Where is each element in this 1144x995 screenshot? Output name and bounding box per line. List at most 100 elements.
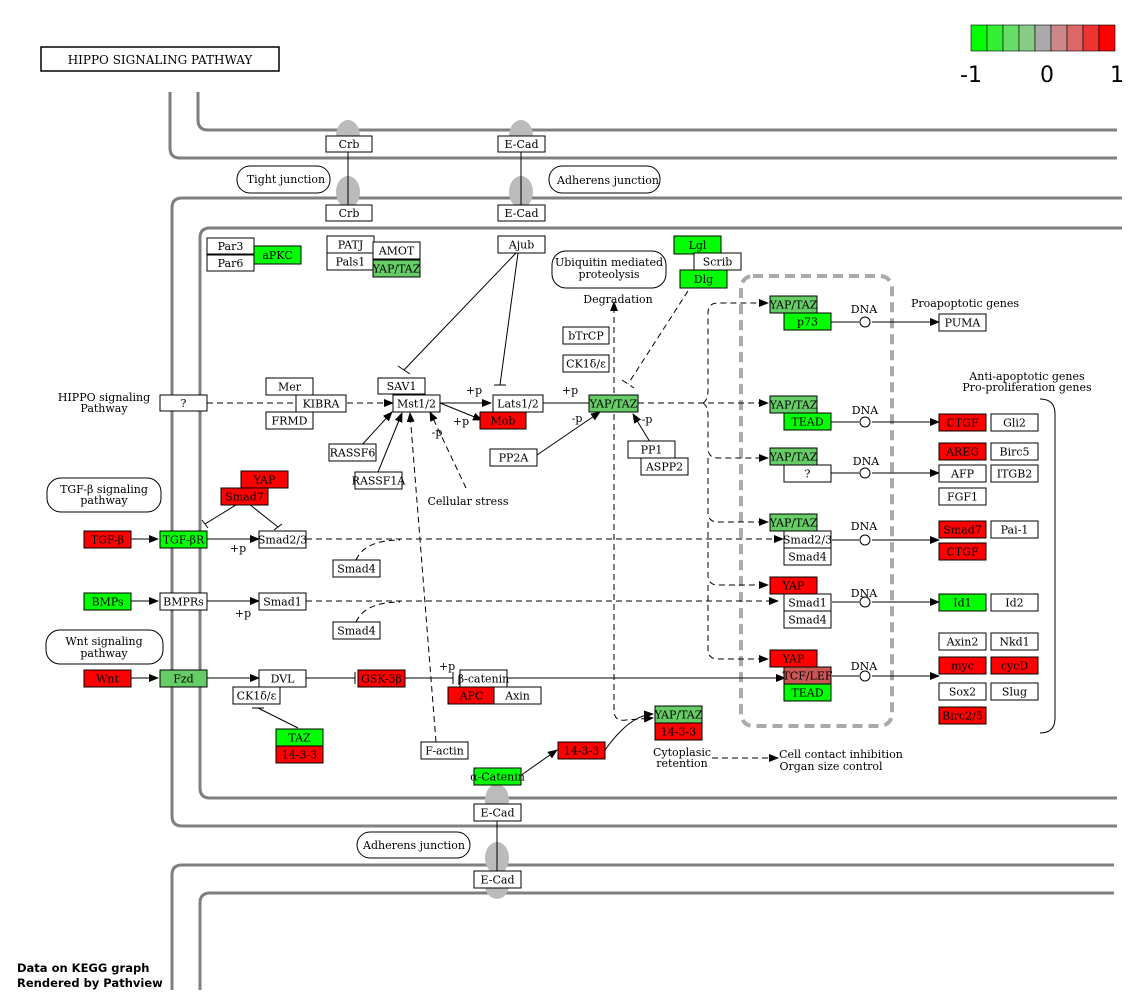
dna-label-2: DNA [852, 404, 879, 417]
phospho-label-1: +p [466, 384, 482, 397]
gene-box [159, 530, 208, 549]
gene-node-smad4-a: Smad4 [332, 559, 381, 578]
tight-junction-label: Tight junction [247, 173, 325, 186]
gene-node-slug: Slug [990, 682, 1039, 701]
gene-label: Smad1 [788, 597, 827, 610]
legend-swatch [1018, 24, 1036, 52]
gene-label: YAP [253, 474, 276, 487]
gene-box [783, 312, 832, 331]
gene-box [938, 542, 987, 561]
gene-label: CTGF [946, 417, 979, 430]
gene-box [473, 870, 522, 889]
pathway-title: HIPPO SIGNALING PATHWAY [68, 53, 254, 67]
pathway-title-box: HIPPO SIGNALING PATHWAY [40, 46, 280, 72]
gene-box [493, 686, 542, 705]
phospho-label-6: +p [439, 660, 455, 673]
gene-label: YAP/TAZ [769, 517, 818, 530]
gene-label: E-Cad [505, 207, 539, 220]
gene-box [938, 632, 987, 651]
gene-node-yaptaz-amot: YAP/TAZ [372, 259, 421, 278]
gene-node-mst12: Mst1/2 [392, 394, 441, 413]
gene-box [354, 471, 403, 490]
gene-label: TGF-β [91, 534, 124, 547]
gene-node-dlg: Dlg [679, 269, 728, 289]
gene-box [938, 313, 987, 332]
gene-node-p73: p73 [783, 312, 832, 331]
gene-node-kibra: KIBRA [295, 394, 347, 413]
cell-contact-label-2: Organ size control [779, 760, 883, 773]
gene-label: β-catenin [458, 673, 509, 686]
gene-node-areg: AREG [938, 442, 987, 461]
gene-node-dvl: DVL [258, 669, 307, 688]
gene-label: TGF-βR [163, 534, 205, 547]
gene-node-smad4-b: Smad4 [332, 621, 381, 640]
gene-node-pp1: PP1 [627, 440, 676, 459]
gene-node-ck1e: CK1δ/ε [232, 686, 281, 705]
gene-node-bmps: BMPs [83, 592, 132, 611]
gene-label: Dlg [694, 273, 713, 286]
gene-box [258, 530, 307, 549]
gene-node-p1433-a: 14-3-3 [275, 745, 324, 764]
legend-swatch [1098, 24, 1116, 52]
gene-label: KIBRA [303, 398, 341, 411]
hippo-link-label-1: HIPPO signaling [58, 391, 150, 404]
gene-label: YAP/TAZ [654, 709, 703, 722]
gene-node-rassf6: RASSF6 [328, 443, 377, 462]
gene-label: Birc2/5 [942, 710, 983, 723]
gene-label: 14-3-3 [564, 745, 599, 758]
free-labels: HIPPO signaling Pathway Degradation Cell… [58, 293, 1092, 773]
dna-label-1: DNA [851, 303, 878, 316]
gene-node-ajub: Ajub [497, 235, 546, 254]
phospho-label-2: +p [453, 415, 469, 428]
gene-box [783, 464, 832, 483]
gene-label: TEAD [791, 416, 823, 429]
gene-label: 14-3-3 [661, 726, 696, 739]
gene-node-ecad-top: E-Cad [497, 135, 546, 153]
gene-label: Smad2/3 [258, 534, 307, 547]
gene-node-fzd: Fzd [159, 669, 208, 688]
phospho-label-5: +p [235, 607, 251, 620]
rounded-labels: Tight junction Adherens junction Ubiquit… [45, 165, 667, 859]
gene-label: p73 [797, 316, 818, 329]
gene-label: FRMD [272, 415, 308, 428]
gene-label: Gli2 [1003, 417, 1026, 430]
gene-label: Smad4 [337, 625, 376, 638]
gene-node-yaptaz-n3: YAP/TAZ [769, 447, 818, 466]
gene-node-p1433-b: 14-3-3 [557, 741, 606, 760]
junction-lines [347, 152, 522, 871]
gene-node-acatenin: α-Catenin [470, 767, 525, 786]
gene-label: ? [805, 468, 811, 481]
gene-box [783, 683, 832, 702]
gene-label: YAP/TAZ [589, 398, 638, 411]
color-legend: -1 0 1 [960, 24, 1124, 88]
gene-box [990, 464, 1039, 483]
gene-label: Pals1 [336, 256, 366, 269]
wnt-pathway-label-2: pathway [80, 647, 128, 660]
gene-node-axin: Axin [493, 686, 542, 705]
hippo-link-label-2: Pathway [80, 402, 128, 415]
gene-box [479, 411, 527, 430]
gene-node-gsk3b: GSK-3β [357, 669, 406, 688]
gene-box [265, 377, 314, 396]
gene-box [938, 706, 987, 725]
gene-node-unknown-q: ? [159, 394, 208, 412]
antiapoptotic-label-1: Anti-apoptotic genes [968, 370, 1085, 383]
gene-label: Axin [504, 690, 530, 703]
gene-label: α-Catenin [470, 771, 525, 784]
proapoptotic-label: Proapoptotic genes [911, 297, 1019, 310]
gene-node-ecad-top2: E-Cad [497, 204, 546, 222]
gene-node-yap-tgf: YAP [240, 470, 289, 489]
gene-node-ecad-bot: E-Cad [473, 803, 522, 822]
gene-label: Birc5 [999, 446, 1029, 459]
dna-circles [859, 316, 871, 682]
gene-label: AREG [945, 446, 979, 459]
gene-box [473, 803, 522, 822]
cell-membranes [168, 92, 1122, 990]
legend-swatch [986, 24, 1004, 52]
dna-label-6: DNA [851, 660, 878, 673]
gene-box [258, 592, 307, 611]
gene-box [938, 656, 987, 675]
gene-label: ITGB2 [997, 468, 1033, 481]
gene-label: PUMA [945, 317, 982, 330]
